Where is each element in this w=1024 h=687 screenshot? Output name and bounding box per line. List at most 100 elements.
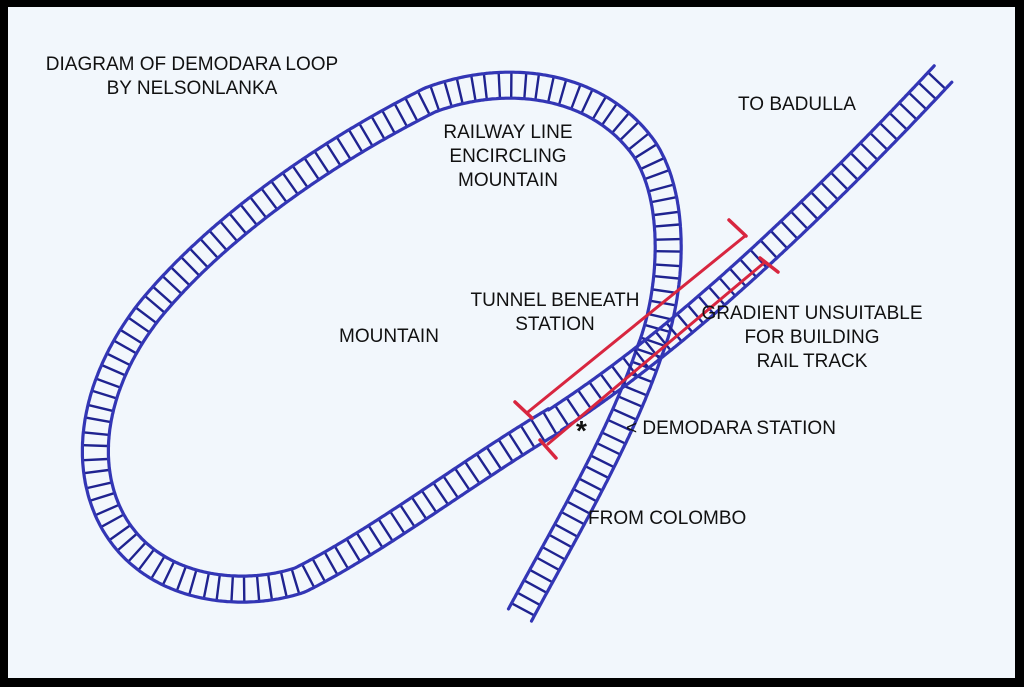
loop-track-sleeper (399, 504, 416, 528)
loop-track-sleeper (348, 129, 363, 153)
loop-track-sleeper (267, 574, 273, 601)
loop-track-sleeper (116, 533, 138, 552)
loop-track-sleeper (640, 157, 665, 170)
loop-track-sleeper (188, 569, 198, 596)
straight-track (546, 64, 954, 432)
loop-track-sleeper (650, 196, 677, 204)
railway-line-label-line-2: ENCIRCLING (449, 146, 567, 167)
railway-line-label: RAILWAY LINE ENCIRCLING MOUNTAIN (418, 121, 598, 193)
loop-track-sleeper (370, 116, 386, 140)
loop-track-sleeper (325, 143, 342, 166)
loop-track-sleeper (482, 73, 488, 100)
loop-track-sleeper (654, 263, 681, 268)
loop-track-sleeper (301, 564, 315, 588)
loop-track-sleeper (530, 418, 546, 442)
loop-track-sleeper (561, 511, 585, 525)
loop-track-sleeper (529, 569, 553, 583)
loop-track-sleeper (334, 545, 349, 569)
straight-track-sleeper (566, 397, 581, 419)
loop-track-sleeper (653, 210, 680, 217)
unsuitable-gradient-line (513, 218, 780, 460)
straight-track-sleeper (869, 132, 888, 151)
loop-track-sleeper (523, 579, 548, 594)
gradient-line-upper (526, 234, 747, 414)
loop-track-sleeper (215, 574, 221, 601)
gradient-label-line-1: GRADIENT UNSUITABLE (701, 303, 923, 324)
straight-track-sleeper (718, 277, 736, 297)
loop-track-sleeper (619, 121, 640, 141)
loop-track-sleeper (346, 538, 361, 562)
loop-track-sleeper (548, 534, 573, 548)
loop-track-sleeper (476, 453, 492, 476)
loop-track-sleeper (162, 275, 183, 295)
loop-track-sleeper (255, 575, 261, 602)
straight-track-sleeper (810, 191, 829, 210)
loop-track-sleeper (127, 316, 151, 333)
loop-track-sleeper (323, 551, 339, 575)
loop-track-sleeper (239, 204, 258, 226)
straight-track-sleeper (780, 220, 798, 240)
gradient-cap-upper-right (758, 256, 780, 274)
loop-track-sleeper (303, 157, 320, 181)
tunnel-label-line-2: STATION (515, 314, 595, 335)
straight-track-sleeper (676, 313, 694, 333)
gradient-line-lower (546, 260, 767, 446)
loop-track-sleeper (417, 91, 431, 116)
loop-track-sleeper (486, 447, 502, 470)
straight-track-sleeper (830, 172, 849, 191)
loop-track-sleeper (596, 442, 621, 456)
loop-track-sleeper (455, 78, 464, 104)
straight-track-sleeper (800, 201, 819, 220)
loop-track-sleeper (631, 360, 657, 372)
loop-track-sleeper (443, 81, 453, 107)
diagram-title: DIAGRAM OF DEMODARA LOOP BY NELSONLANKA (22, 53, 362, 101)
straight-track-sleeper (655, 331, 672, 351)
loop-track-sleeper (566, 500, 591, 515)
loop-track-sleeper (199, 238, 219, 259)
loop-track-sleeper (601, 431, 626, 445)
loop-track-sleeper (644, 169, 670, 180)
loop-track-sleeper (108, 524, 131, 541)
to-badulla-label: TO BADULLA (738, 94, 856, 115)
loop-track-sleeper (358, 123, 374, 147)
loop-track-sleeper (170, 266, 191, 286)
loop-track-sleeper (228, 213, 247, 235)
loop-track-sleeper (144, 295, 166, 314)
railway-line-label-line-3: MOUNTAIN (458, 170, 558, 191)
loop-track-sleeper (162, 561, 175, 586)
loop-track-sleeper (411, 496, 427, 520)
loop-track-sleeper (554, 523, 578, 538)
loop-track-sleeper (377, 518, 394, 542)
title-line-2: BY NELSONLANKA (106, 78, 278, 99)
railway-line-label-line-1: RAILWAY LINE (443, 122, 573, 143)
loop-track-sleeper (270, 180, 288, 203)
gradient-label-line-2: FOR BUILDING (744, 327, 880, 348)
loop-track-sleeper (611, 112, 630, 134)
loop-track-sleeper (83, 468, 110, 475)
loop-track-sleeper (542, 411, 558, 435)
paper-background (8, 7, 1015, 678)
loop-track-sleeper (94, 504, 120, 516)
loop-track-sleeper (152, 286, 173, 305)
loop-track-sleeper (442, 475, 459, 499)
loop-track-sleeper (454, 468, 471, 491)
straight-track-sleeper (889, 112, 908, 131)
gradient-label: GRADIENT UNSUITABLE FOR BUILDING RAIL TR… (682, 302, 942, 374)
loop-track-sleeper (464, 461, 481, 484)
loop-track-sleeper (634, 143, 658, 159)
straight-track-sleeper (588, 381, 604, 402)
straight-track-sleeper (665, 322, 683, 342)
straight-track-sleeper (577, 389, 593, 411)
gradient-label-line-3: RAIL TRACK (756, 351, 868, 372)
loop-track-sleeper (592, 96, 607, 120)
straight-track-sleeper (927, 71, 946, 90)
station-marker: * (576, 415, 587, 446)
loop-track-sleeper (180, 256, 200, 277)
loop-track-sleeper (622, 384, 648, 397)
straight-track-sleeper (697, 295, 715, 315)
mountain-label: MOUNTAIN (339, 326, 439, 347)
straight-track-sleeper (633, 348, 650, 369)
loop-track-sleeper (290, 568, 301, 595)
loop-track-sleeper (86, 481, 113, 490)
loop-track-sleeper (87, 404, 114, 412)
